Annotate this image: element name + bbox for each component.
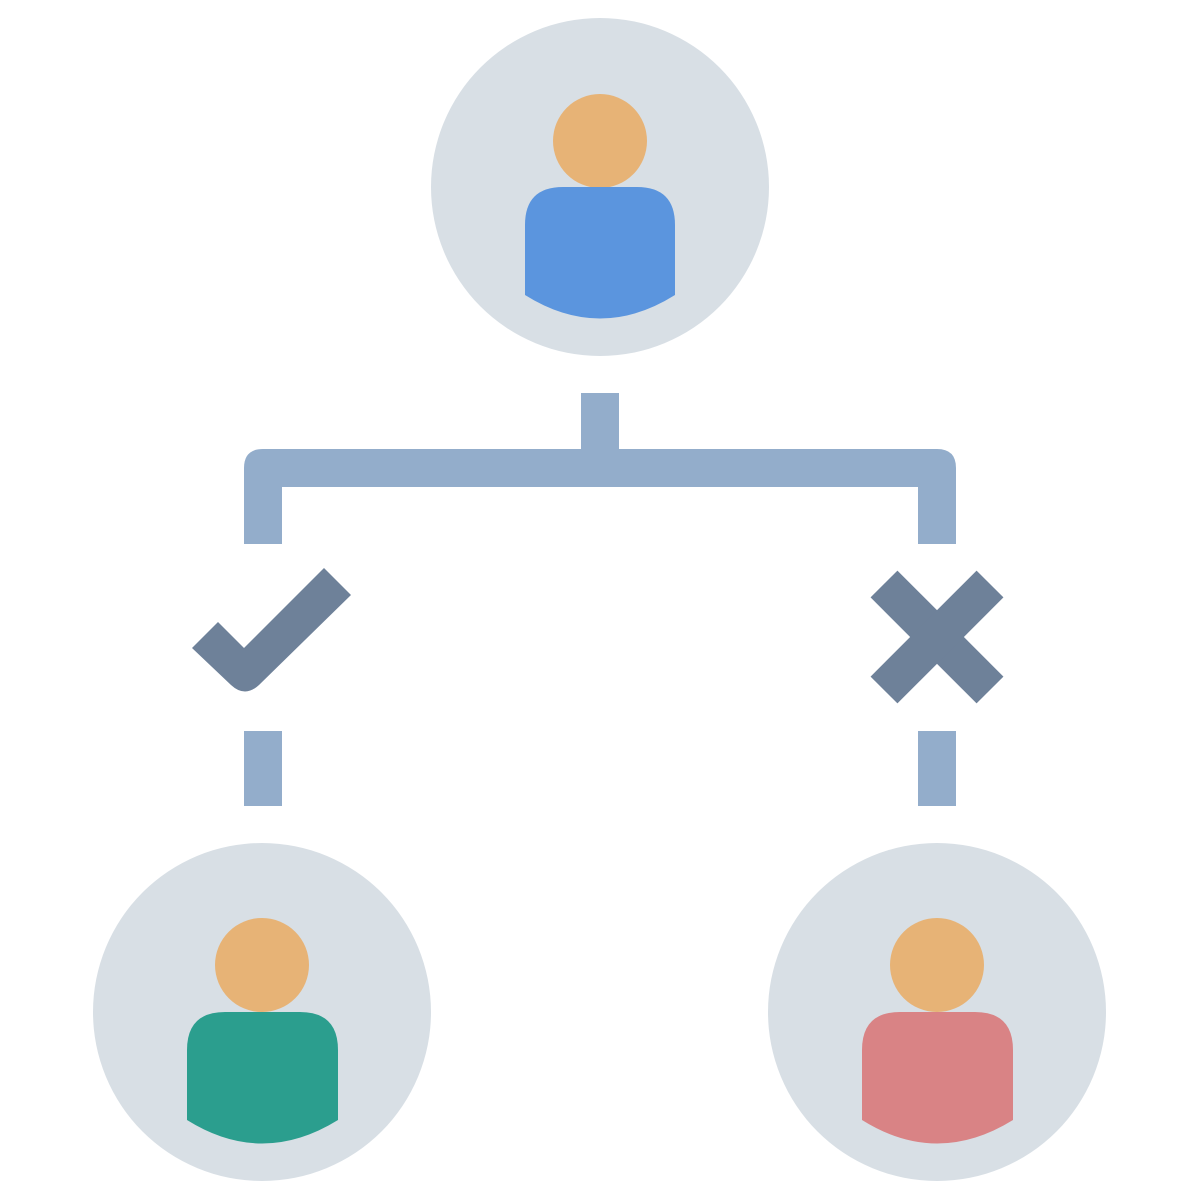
rejected-person-head [890,918,984,1012]
approved-person-body [187,1012,338,1144]
rejected-person-node [768,843,1106,1181]
connector-left-lower [244,731,282,806]
approved-person-icon [187,918,338,1144]
cross-icon [870,570,1004,704]
approved-person-head [215,918,309,1012]
top-person-body [525,187,675,319]
rejected-person-icon [862,918,1013,1144]
connector-bracket [244,449,956,544]
top-person-node [431,18,769,356]
top-person-icon [525,94,675,319]
check-icon [192,568,351,692]
connector-lines [244,393,956,806]
approved-person-node [93,843,431,1181]
connector-right-lower [918,731,956,806]
cross-stroke-2 [870,570,1004,704]
rejected-person-body [862,1012,1013,1144]
top-person-head [553,94,647,188]
